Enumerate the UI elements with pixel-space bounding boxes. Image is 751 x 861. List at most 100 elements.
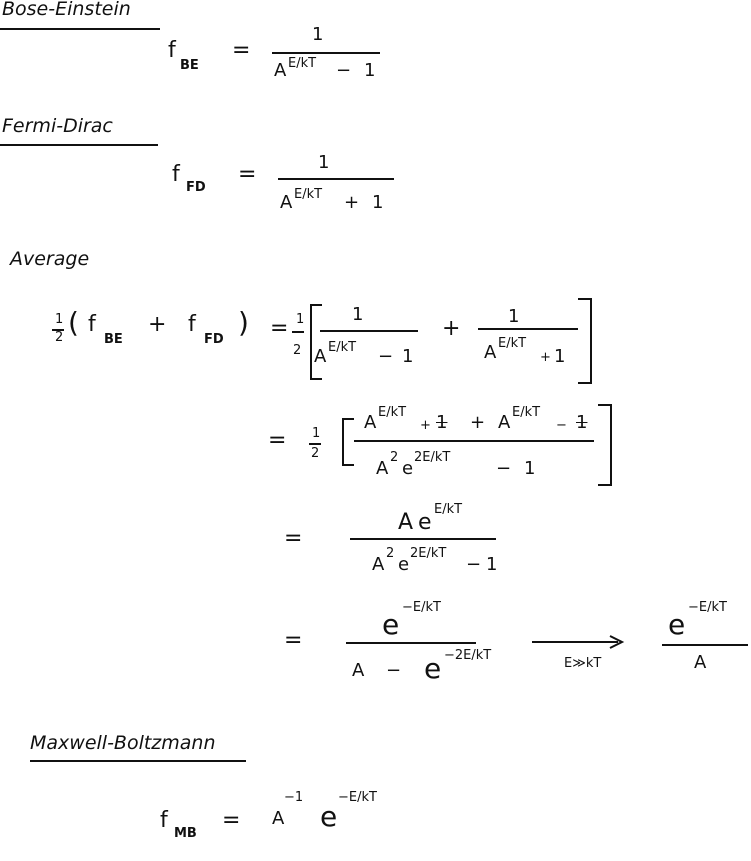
exponent: E/kT (498, 336, 527, 351)
one: 1 (372, 192, 384, 213)
underline (0, 144, 158, 146)
base-e: e (398, 554, 410, 575)
base-a: A (398, 510, 414, 535)
subscript-fd: FD (204, 332, 224, 347)
f-symbol: f (88, 312, 96, 337)
base-e: e (320, 800, 338, 833)
plus-sign: + (344, 192, 360, 213)
base-e: e (424, 652, 442, 685)
fraction-bar (662, 644, 748, 646)
base-a: A (484, 342, 497, 363)
subscript-be: BE (104, 332, 123, 347)
equals-sign: = (284, 628, 303, 653)
fraction-bar (272, 52, 380, 54)
half-numerator: 1 (55, 312, 64, 327)
exponent: 2E/kT (410, 546, 447, 561)
arrow-condition: E≫kT (564, 656, 602, 671)
half-numerator: 1 (312, 426, 321, 441)
subscript-mb: MB (174, 826, 197, 841)
exponent: 2E/kT (414, 450, 451, 465)
half-numerator: 1 (296, 312, 305, 327)
half-denominator: 2 (55, 330, 64, 345)
base-a: A (498, 412, 511, 433)
base-e: e (402, 458, 414, 479)
one: 1 (554, 346, 566, 367)
exponent: −2E/kT (444, 648, 492, 663)
fraction-bar (278, 178, 394, 180)
fraction-bar (320, 330, 418, 332)
exponent: −E/kT (338, 790, 377, 805)
base-a: A (314, 346, 327, 367)
one-cancelled: 1 (576, 412, 588, 433)
base-a: A (352, 660, 365, 681)
subscript-be: BE (180, 58, 199, 73)
equals-sign: = (284, 526, 303, 551)
minus-sign: − (556, 418, 567, 433)
exponent: E/kT (512, 405, 541, 420)
half-bar (292, 331, 304, 333)
numerator: 1 (352, 304, 364, 325)
half-bar (52, 329, 64, 331)
plus-sign: + (148, 312, 167, 337)
left-bracket (342, 418, 354, 466)
right-paren: ) (238, 306, 249, 339)
underline (0, 28, 160, 30)
numerator: 1 (508, 306, 520, 327)
base-a: A (272, 808, 285, 829)
equals-sign: = (268, 428, 287, 453)
base-a: A (280, 192, 293, 213)
exponent: E/kT (294, 187, 323, 202)
exponent: −E/kT (402, 600, 441, 615)
exponent: −1 (284, 790, 304, 805)
exponent: E/kT (434, 502, 463, 517)
fraction-bar (346, 642, 476, 644)
left-bracket (310, 304, 322, 380)
section-title-average: Average (10, 248, 90, 270)
half-denominator: 2 (293, 343, 302, 358)
base-a: A (372, 554, 385, 575)
numerator: 1 (312, 24, 324, 45)
base-a: A (376, 458, 389, 479)
fraction-bar (478, 328, 578, 330)
fraction-bar (354, 440, 594, 442)
exponent: E/kT (328, 340, 357, 355)
one: 1 (364, 60, 376, 81)
exponent: 2 (390, 450, 399, 465)
right-bracket (598, 404, 612, 486)
minus-sign: − (386, 660, 402, 681)
one: 1 (486, 554, 498, 575)
right-bracket (578, 298, 592, 384)
section-title-bose-einstein: Bose-Einstein (2, 0, 131, 20)
one: 1 (524, 458, 536, 479)
left-paren: ( (68, 306, 79, 339)
f-symbol: f (160, 808, 168, 833)
subscript-fd: FD (186, 180, 206, 195)
section-title-fermi-dirac: Fermi-Dirac (2, 115, 113, 137)
base-e: e (418, 510, 432, 535)
numerator: 1 (318, 152, 330, 173)
one-cancelled: 1 (436, 412, 448, 433)
underline (30, 760, 246, 762)
base-e: e (668, 608, 686, 641)
exponent: −E/kT (688, 600, 727, 615)
minus-sign: − (496, 458, 512, 479)
base-a: A (694, 652, 707, 673)
plus-sign: + (420, 418, 431, 433)
exponent: 2 (386, 546, 395, 561)
half-denominator: 2 (311, 446, 320, 461)
plus-sign: + (442, 316, 461, 341)
minus-sign: − (378, 346, 394, 367)
exponent: E/kT (378, 405, 407, 420)
f-symbol: f (172, 162, 180, 187)
equals-sign: = (222, 808, 241, 833)
plus-sign: + (470, 412, 486, 433)
base-a: A (274, 60, 287, 81)
equals-sign: = (232, 38, 251, 63)
minus-sign: − (336, 60, 352, 81)
equals-sign: = (238, 162, 257, 187)
exponent: E/kT (288, 56, 317, 71)
equals-sign: = (270, 316, 289, 341)
limit-arrow-icon (532, 635, 625, 649)
minus-sign: − (466, 554, 482, 575)
one: 1 (402, 346, 414, 367)
